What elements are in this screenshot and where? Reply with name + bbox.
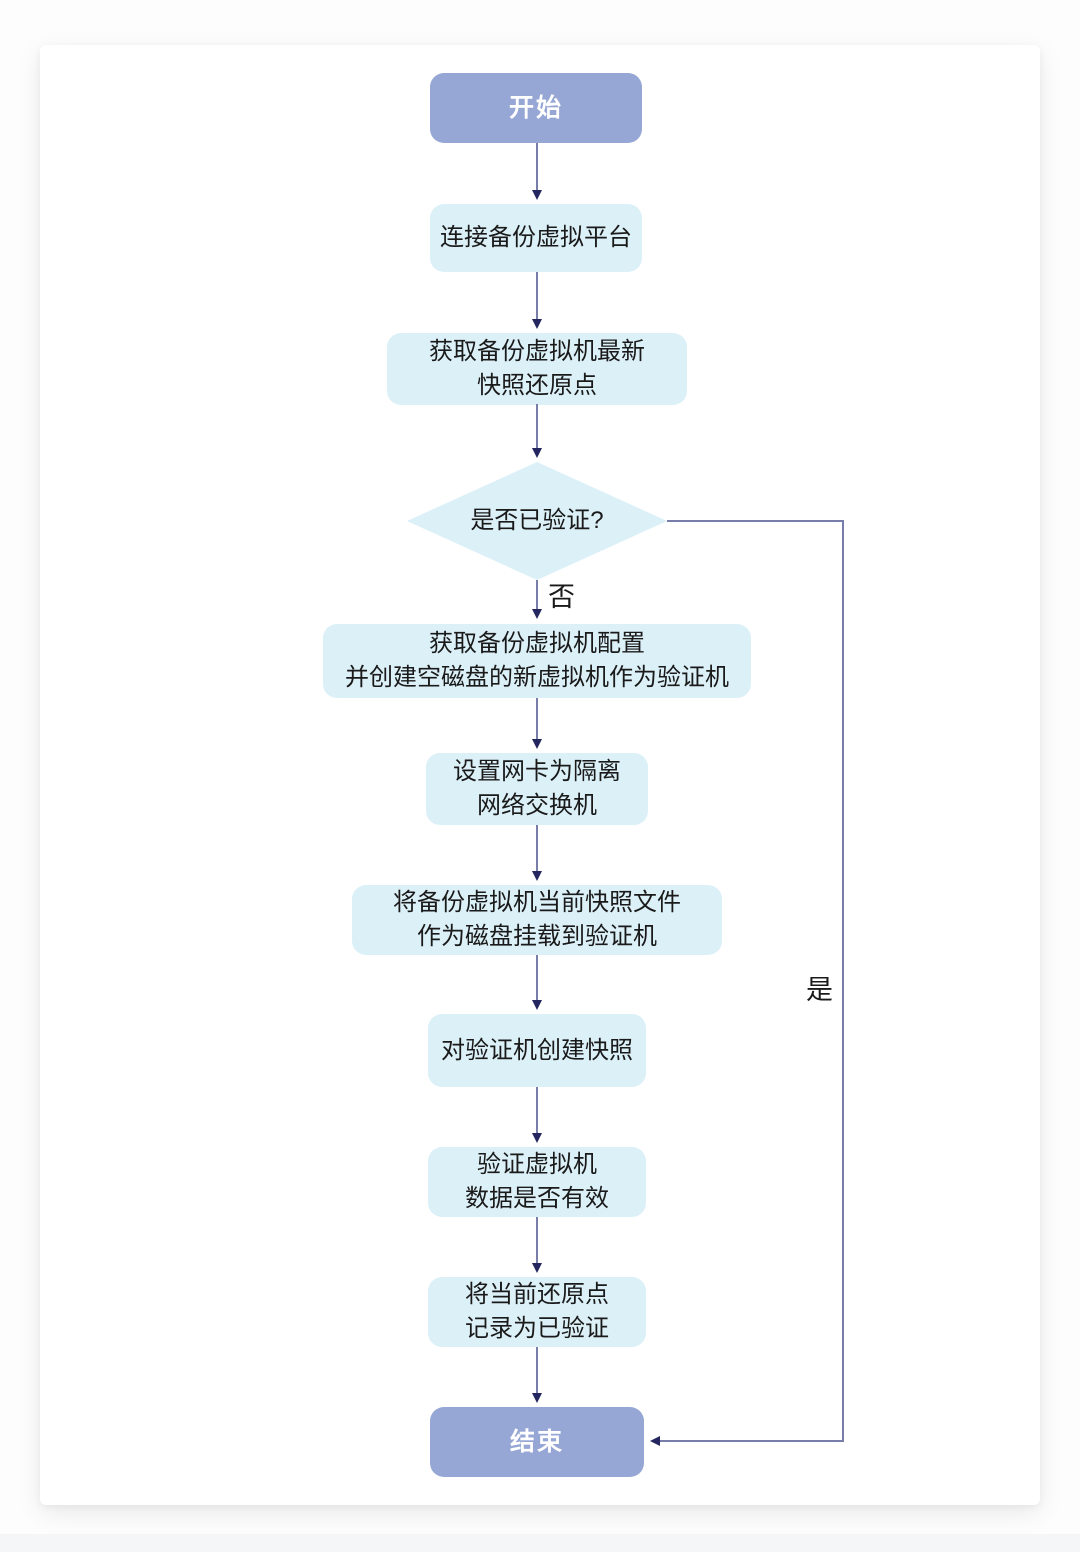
flowchart-card: 开始 连接备份虚拟平台 获取备份虚拟机最新 快照还原点 是否已验证? 获取备份虚…: [40, 45, 1040, 1505]
page-bottom-strip: [0, 1534, 1080, 1552]
node-mount-snapshot-disk: 将备份虚拟机当前快照文件 作为磁盘挂载到验证机: [352, 885, 722, 955]
node-validate-vm-data: 验证虚拟机 数据是否有效: [428, 1147, 646, 1217]
edge-label-no: 否: [548, 582, 575, 612]
node-verified-decision: 是否已验证?: [407, 462, 667, 580]
node-create-snapshot: 对验证机创建快照: [428, 1014, 646, 1087]
node-end: 结束: [430, 1407, 644, 1477]
node-create-validation-vm: 获取备份虚拟机配置 并创建空磁盘的新虚拟机作为验证机: [323, 624, 751, 698]
node-start: 开始: [430, 73, 642, 143]
node-get-latest-restore-point: 获取备份虚拟机最新 快照还原点: [387, 333, 687, 405]
node-connect-platform: 连接备份虚拟平台: [430, 204, 642, 272]
node-set-isolated-nic: 设置网卡为隔离 网络交换机: [426, 753, 648, 825]
edge-label-yes: 是: [806, 975, 833, 1005]
node-record-verified: 将当前还原点 记录为已验证: [428, 1277, 646, 1347]
